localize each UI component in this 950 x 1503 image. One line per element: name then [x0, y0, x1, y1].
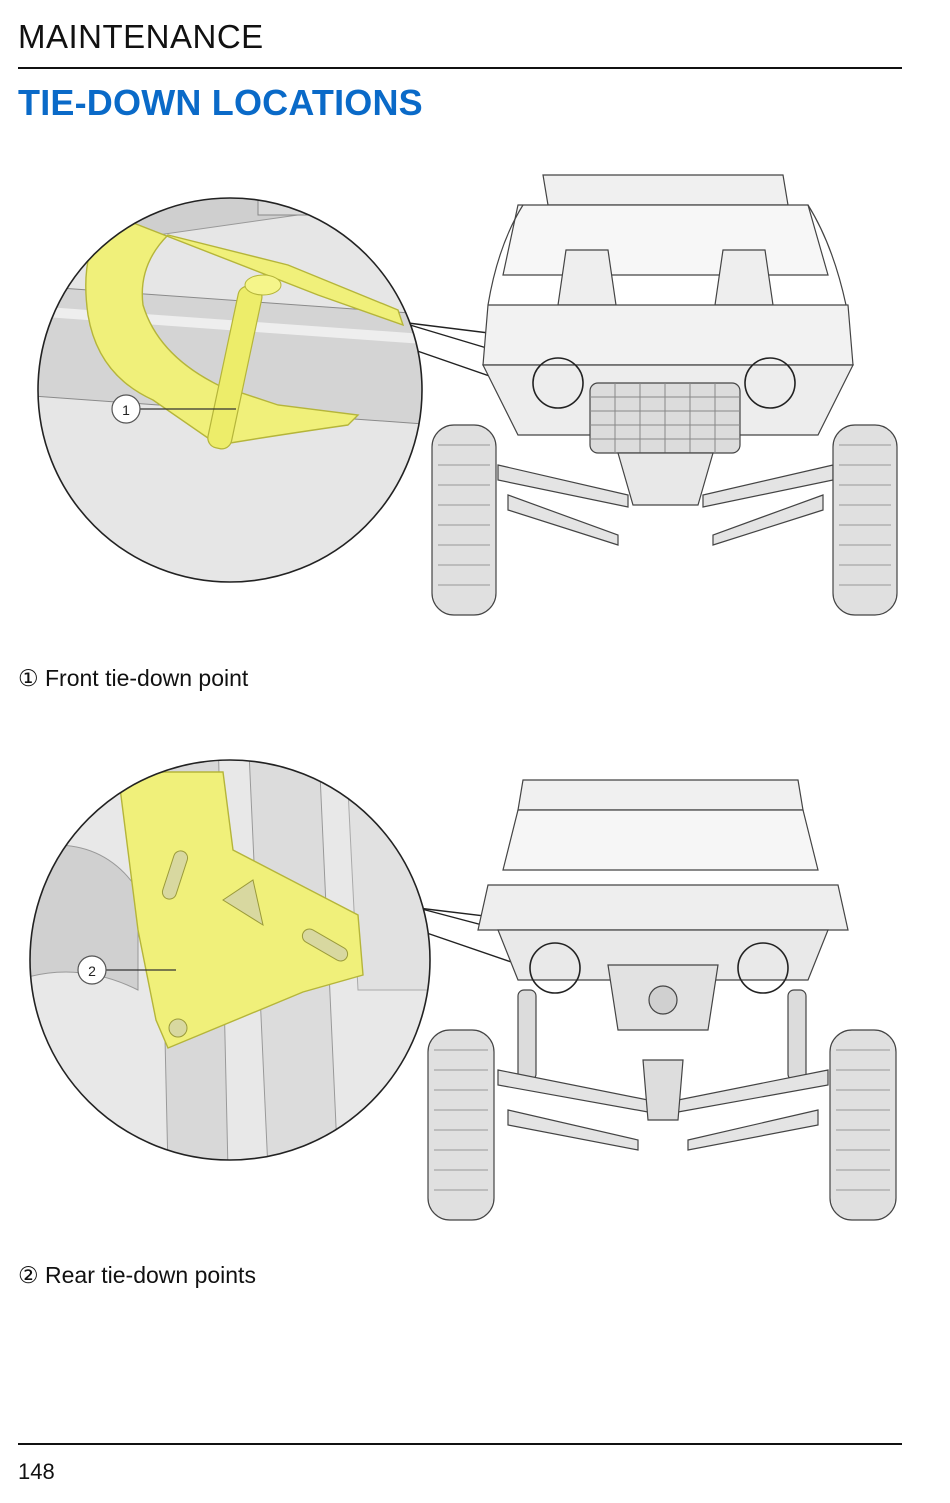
front-left-location-marker: [532, 357, 584, 409]
front-detail-magnifier: [38, 198, 422, 582]
section-header: MAINTENANCE: [18, 18, 264, 55]
rear-right-location-marker: [737, 942, 789, 994]
callout-2-label: 2: [88, 963, 96, 979]
header-rule: [18, 67, 902, 69]
callout-1-label: 1: [122, 402, 130, 418]
front-tie-down-caption: ① Front tie-down point: [18, 665, 249, 691]
page-number: 148: [18, 1459, 55, 1484]
callout-1: [111, 394, 141, 424]
footer-rule: [18, 1443, 902, 1445]
rear-left-location-marker: [529, 942, 581, 994]
vehicle-front-illustration: [431, 174, 898, 616]
page-title: TIE-DOWN LOCATIONS: [18, 82, 423, 123]
front-right-location-marker: [744, 357, 796, 409]
rear-tie-down-caption: ② Rear tie-down points: [18, 1262, 256, 1288]
front-tie-down-figure: 1: [18, 135, 908, 635]
vehicle-rear-illustration: [427, 779, 897, 1221]
callout-2: [77, 955, 107, 985]
rear-tie-down-figure: 2: [18, 730, 908, 1230]
rear-detail-magnifier: [30, 760, 430, 1160]
